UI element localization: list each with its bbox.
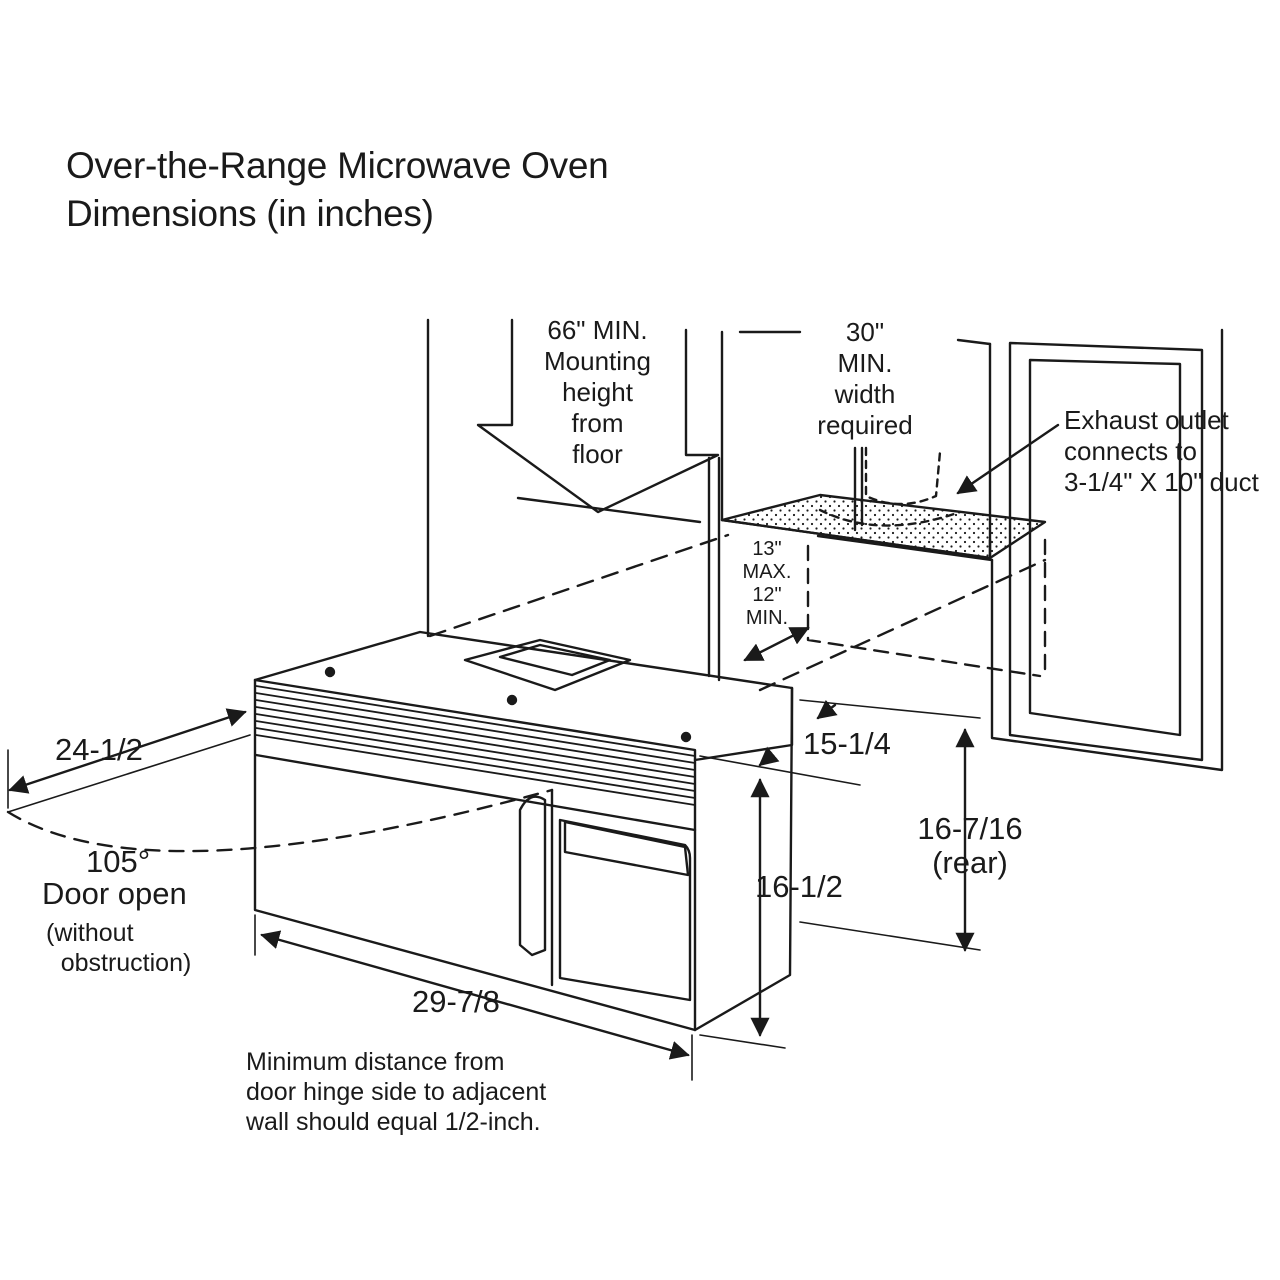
- dim-24-ext-line: [7, 734, 251, 813]
- height-label: 16-1/2: [755, 869, 843, 904]
- damper-plate: [463, 638, 632, 692]
- dim-15-1-4-a: [816, 699, 838, 720]
- cabinet-bottom-edge: [720, 518, 992, 560]
- mount-hole-1: [324, 666, 336, 678]
- exhaust-leader: [956, 423, 1060, 495]
- mount-hole-3: [680, 731, 692, 743]
- exhaust-label: Exhaust outlet connects to 3-1/4" X 10" …: [1064, 405, 1259, 497]
- microwave-side: [693, 686, 794, 1032]
- hinge-note: Minimum distance from door hinge side to…: [246, 1048, 547, 1136]
- mounting-height-label: 66" MIN. Mounting height from floor: [544, 315, 651, 469]
- microwave-front: [253, 678, 697, 1032]
- dim-29-7-8: [260, 930, 690, 1060]
- door-handle: [518, 795, 547, 957]
- depth-door-label: 24-1/2: [55, 732, 143, 767]
- cabinet-bottom-front: [816, 534, 994, 562]
- dim-15-ext: [799, 699, 981, 719]
- right-cabinet-side: [990, 328, 1224, 772]
- display-window: [563, 820, 690, 877]
- door-open-arc: [6, 788, 554, 853]
- title-line-1: Over-the-Range Microwave Oven: [66, 145, 609, 186]
- right-door-outer: [1008, 341, 1204, 762]
- vent-grille: [255, 685, 696, 806]
- cabinet-top-right: [956, 338, 992, 346]
- door-angle-label: 105°: [86, 844, 151, 879]
- dim-height-ext-top: [699, 755, 861, 786]
- min-width-label: 30" MIN. width required: [817, 317, 913, 440]
- depth-label: 15-1/4: [803, 726, 891, 761]
- control-panel: [558, 818, 692, 1002]
- rear-dashed-top: [428, 533, 730, 638]
- right-door-inner: [1028, 358, 1182, 737]
- dim-height-ext-bottom: [699, 1034, 786, 1049]
- rear-height-label: 16-7/16 (rear): [917, 811, 1023, 880]
- dim-rear-ext-bottom: [799, 921, 981, 951]
- door-open-label: Door open: [42, 876, 187, 911]
- mounting-height-floor-line: [516, 496, 702, 524]
- gap-label: 13" MAX. 12" MIN.: [742, 538, 792, 629]
- rear-dashed-right: [758, 558, 1047, 692]
- exhaust-outlet-base: [818, 508, 962, 527]
- dim-24-1-2: [8, 708, 247, 794]
- width-label: 29-7/8: [412, 984, 500, 1019]
- door-top-edge: [254, 753, 697, 832]
- damper-plate-inner: [498, 643, 612, 677]
- dim-15-1-4-b: [758, 746, 780, 767]
- rear-dashed-box: [806, 544, 1042, 678]
- exhaust-outlet: [864, 446, 942, 506]
- dim-gap: [743, 626, 810, 662]
- diagram-title: Over-the-Range Microwave Oven Dimensions…: [66, 142, 609, 238]
- title-line-2: Dimensions (in inches): [66, 193, 434, 234]
- door-note-label: (without obstruction): [46, 919, 192, 977]
- mounting-height-arrow: [476, 318, 720, 514]
- mount-hole-2: [506, 694, 518, 706]
